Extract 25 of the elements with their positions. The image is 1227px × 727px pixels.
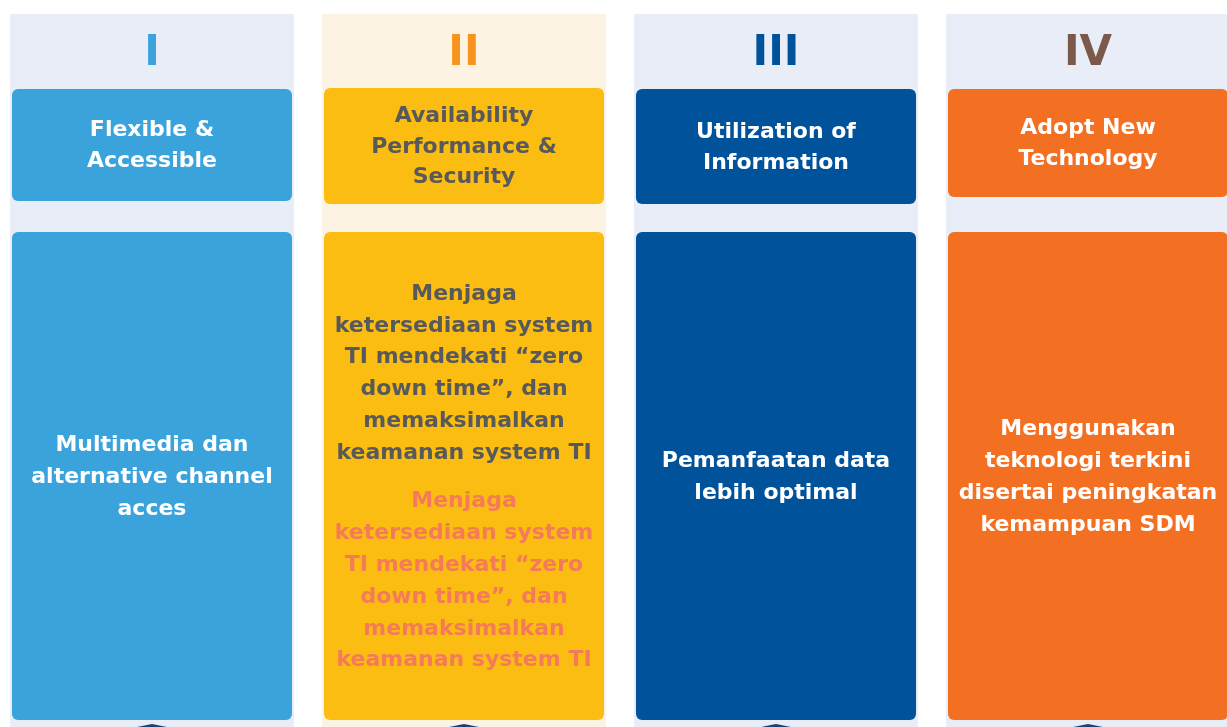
- heading-card: [948, 89, 1227, 197]
- heading-card: [12, 89, 292, 201]
- description-card: [324, 232, 604, 720]
- description-text: Menggunakan teknologi terkini disertai peningkatan kemampuan SDM: [957, 414, 1219, 538]
- heading-text: Flexible & Accessible: [86, 115, 218, 174]
- roman-numeral-heading: IV: [1062, 30, 1114, 72]
- roman-numeral-heading: I: [143, 30, 161, 72]
- description-card: [12, 232, 292, 720]
- heading-text: Utilization of Information: [695, 116, 857, 176]
- roman-numeral-heading: II: [447, 30, 481, 72]
- description-text: Menjaga ketersediaan system TI mendekati “zero down time”, dan memaksimalkan keamanan system TI: [333, 486, 595, 674]
- heading-text: Availability Performance & Security: [370, 100, 558, 191]
- heading-card: [324, 88, 604, 204]
- column-panel: [946, 14, 1227, 727]
- description-card: [948, 232, 1227, 720]
- description-text: Pemanfaatan data lebih optimal: [660, 446, 892, 506]
- description-text: Multimedia dan alternative channel acces: [30, 430, 274, 522]
- heading-text: Adopt New Technology: [1017, 113, 1159, 172]
- column-panel: [10, 14, 294, 727]
- description-text: Menjaga ketersediaan system TI mendekati “zero down time”, dan memaksimalkan keamanan system TI: [333, 278, 595, 467]
- description-card: [636, 232, 916, 720]
- roman-numeral-heading: III: [751, 30, 801, 72]
- heading-card: [636, 89, 916, 204]
- column-panel: [634, 14, 918, 727]
- column-panel: [322, 14, 606, 727]
